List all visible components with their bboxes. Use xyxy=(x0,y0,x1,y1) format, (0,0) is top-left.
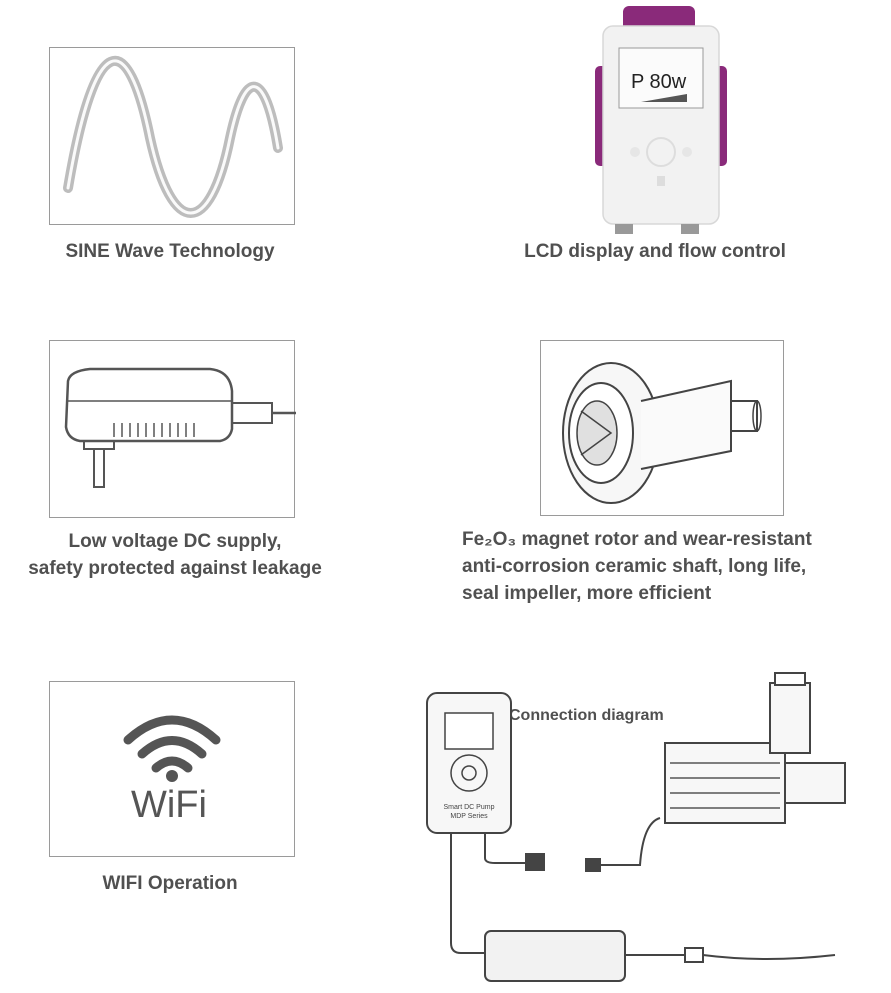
wifi-text: WiFi xyxy=(131,784,207,826)
wifi-panel: WiFi xyxy=(49,681,295,857)
power-supply-panel xyxy=(49,340,296,518)
lcd-caption: LCD display and flow control xyxy=(524,241,786,262)
rotor-icon xyxy=(562,362,762,504)
power-caption: Low voltage DC supply, safety protected … xyxy=(28,531,322,579)
sine-wave-panel xyxy=(49,47,295,225)
sine-wave-icon xyxy=(63,55,283,218)
svg-text:P 80w: P 80w xyxy=(631,71,687,93)
connection-diagram: Smart DC Pump MDP Series xyxy=(426,672,846,982)
wifi-caption: WIFI Operation xyxy=(102,873,238,894)
svg-text:MDP Series: MDP Series xyxy=(450,813,488,820)
sine-caption: SINE Wave Technology xyxy=(65,241,275,262)
connection-diagram-label: Connection diagram xyxy=(509,707,664,724)
wifi-icon xyxy=(123,715,221,782)
power-adapter-icon xyxy=(64,367,296,488)
rotor-panel xyxy=(540,340,784,516)
svg-text:Smart DC Pump: Smart DC Pump xyxy=(444,804,495,811)
rotor-caption: Fe₂O₃ magnet rotor and wear-resistant an… xyxy=(462,529,812,604)
lcd-controller-image: P 80w xyxy=(595,6,727,234)
